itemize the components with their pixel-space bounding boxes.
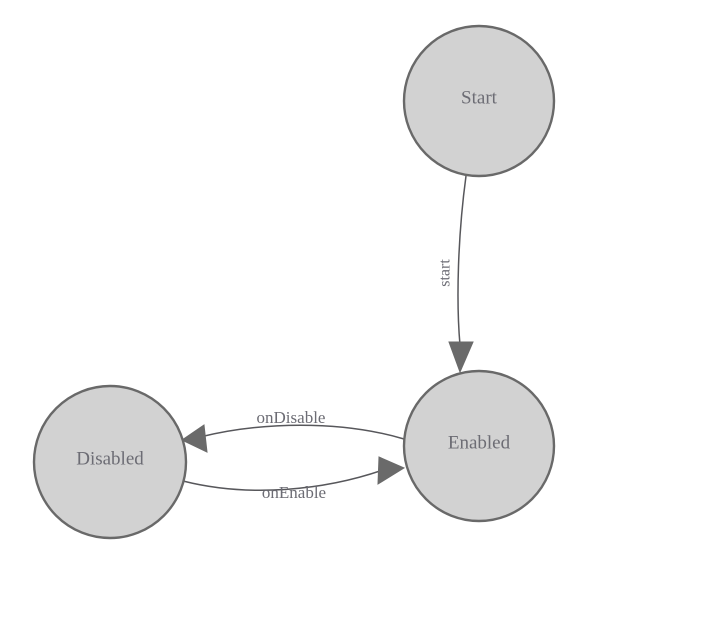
node-enabled-label: Enabled bbox=[448, 432, 511, 453]
node-disabled-circle bbox=[32, 384, 188, 540]
node-disabled-label: Disabled bbox=[76, 448, 144, 469]
arrowhead-down-icon bbox=[448, 341, 474, 374]
node-start-label: Start bbox=[461, 87, 498, 108]
edge-enabled-to-disabled-path bbox=[199, 424, 405, 440]
edge-start-to-enabled-path bbox=[457, 175, 467, 346]
edge-disabled-to-enabled-path bbox=[182, 469, 384, 491]
node-disabled[interactable]: Disabled bbox=[32, 384, 188, 540]
edge-label-on-disable: onDisable bbox=[257, 408, 326, 427]
node-start-circle bbox=[402, 24, 556, 178]
node-start[interactable]: Start bbox=[402, 24, 556, 178]
edge-start-to-enabled[interactable] bbox=[448, 175, 474, 374]
arrowhead-left-icon bbox=[181, 424, 208, 453]
arrowhead-right-icon bbox=[377, 456, 406, 485]
edge-disabled-to-enabled[interactable] bbox=[182, 456, 406, 491]
node-enabled[interactable]: Enabled bbox=[402, 369, 556, 523]
node-enabled-circle bbox=[402, 369, 556, 523]
edge-label-on-enable: onEnable bbox=[262, 483, 326, 502]
edge-enabled-to-disabled[interactable] bbox=[181, 424, 405, 453]
edge-label-start: start bbox=[437, 259, 454, 287]
